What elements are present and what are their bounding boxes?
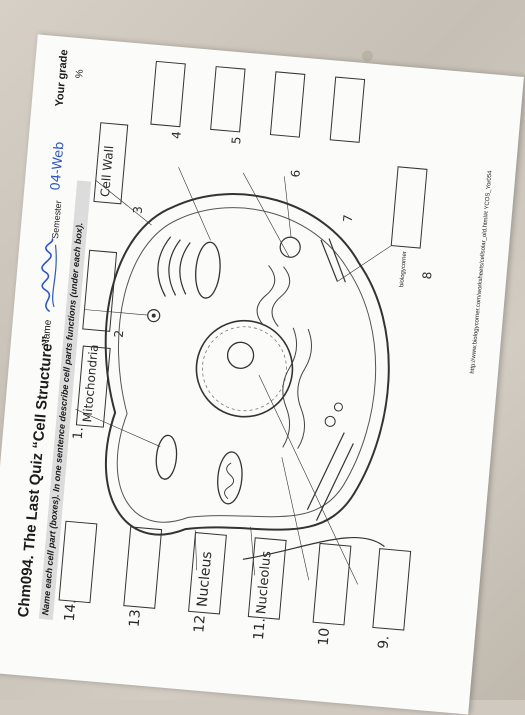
worksheet-paper: Chm094. The Last Quiz “Cell Structure” N…: [0, 34, 524, 715]
answer-box-7[interactable]: [329, 76, 366, 143]
label-number-10: 10: [315, 627, 334, 647]
grade-label: Your grade: [53, 49, 71, 108]
label-number-4: 4: [169, 130, 184, 140]
answer-box-4[interactable]: [150, 60, 186, 128]
answer-box-6[interactable]: [269, 71, 306, 138]
name-label: Name: [40, 319, 54, 347]
cell-diagram-svg: [75, 125, 391, 627]
label-number-11: 11.: [250, 617, 269, 641]
label-number-14: 14.: [61, 598, 80, 623]
name-signature: [35, 236, 64, 316]
grade-unit: %: [74, 68, 86, 79]
answer-box-5[interactable]: [210, 66, 246, 133]
label-number-9: 9.: [375, 634, 393, 650]
cell-diagram: biologycorner: [62, 125, 431, 627]
semester-label: Semester: [50, 199, 64, 240]
label-number-13: 13: [126, 608, 145, 628]
label-number-5: 5: [229, 135, 244, 145]
label-number-12: 12: [191, 614, 209, 634]
worksheet-photo: Chm094. The Last Quiz “Cell Structure” N…: [0, 32, 524, 715]
semester-value: 04-Web: [48, 141, 68, 192]
website-footer: http://www.biologycorner.com/worksheets/…: [469, 170, 494, 374]
